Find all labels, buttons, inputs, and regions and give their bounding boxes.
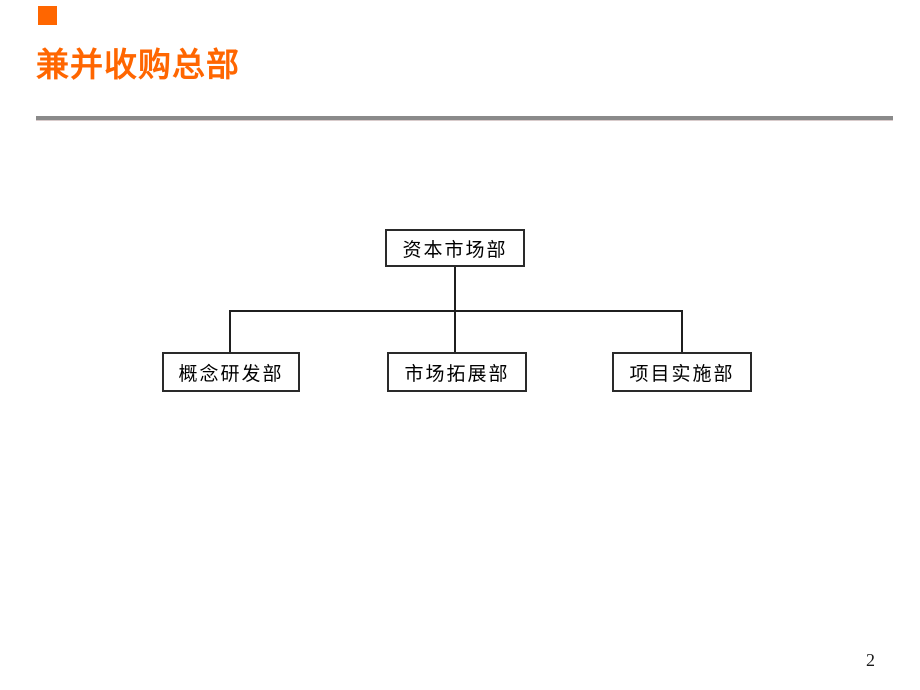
org-node-child-3: 项目实施部: [612, 352, 752, 392]
connector-horizontal-bar: [229, 310, 683, 312]
accent-square-icon: [38, 6, 57, 25]
org-node-child-2: 市场拓展部: [387, 352, 527, 392]
org-node-child-3-label: 项目实施部: [629, 363, 735, 385]
connector-right-drop: [681, 312, 683, 352]
page-title: 兼并收购总部: [36, 48, 240, 84]
org-node-child-1-label: 概念研发部: [178, 363, 284, 385]
org-node-child-2-label: 市场拓展部: [404, 363, 510, 385]
connector-middle-drop: [454, 312, 456, 352]
page-number: 2: [866, 650, 875, 670]
org-node-child-1: 概念研发部: [162, 352, 300, 392]
connector-left-drop: [229, 312, 231, 352]
org-node-root-label: 资本市场部: [402, 239, 508, 261]
title-divider: [36, 116, 893, 121]
org-node-root: 资本市场部: [385, 229, 525, 267]
connector-root-vertical: [454, 267, 456, 310]
